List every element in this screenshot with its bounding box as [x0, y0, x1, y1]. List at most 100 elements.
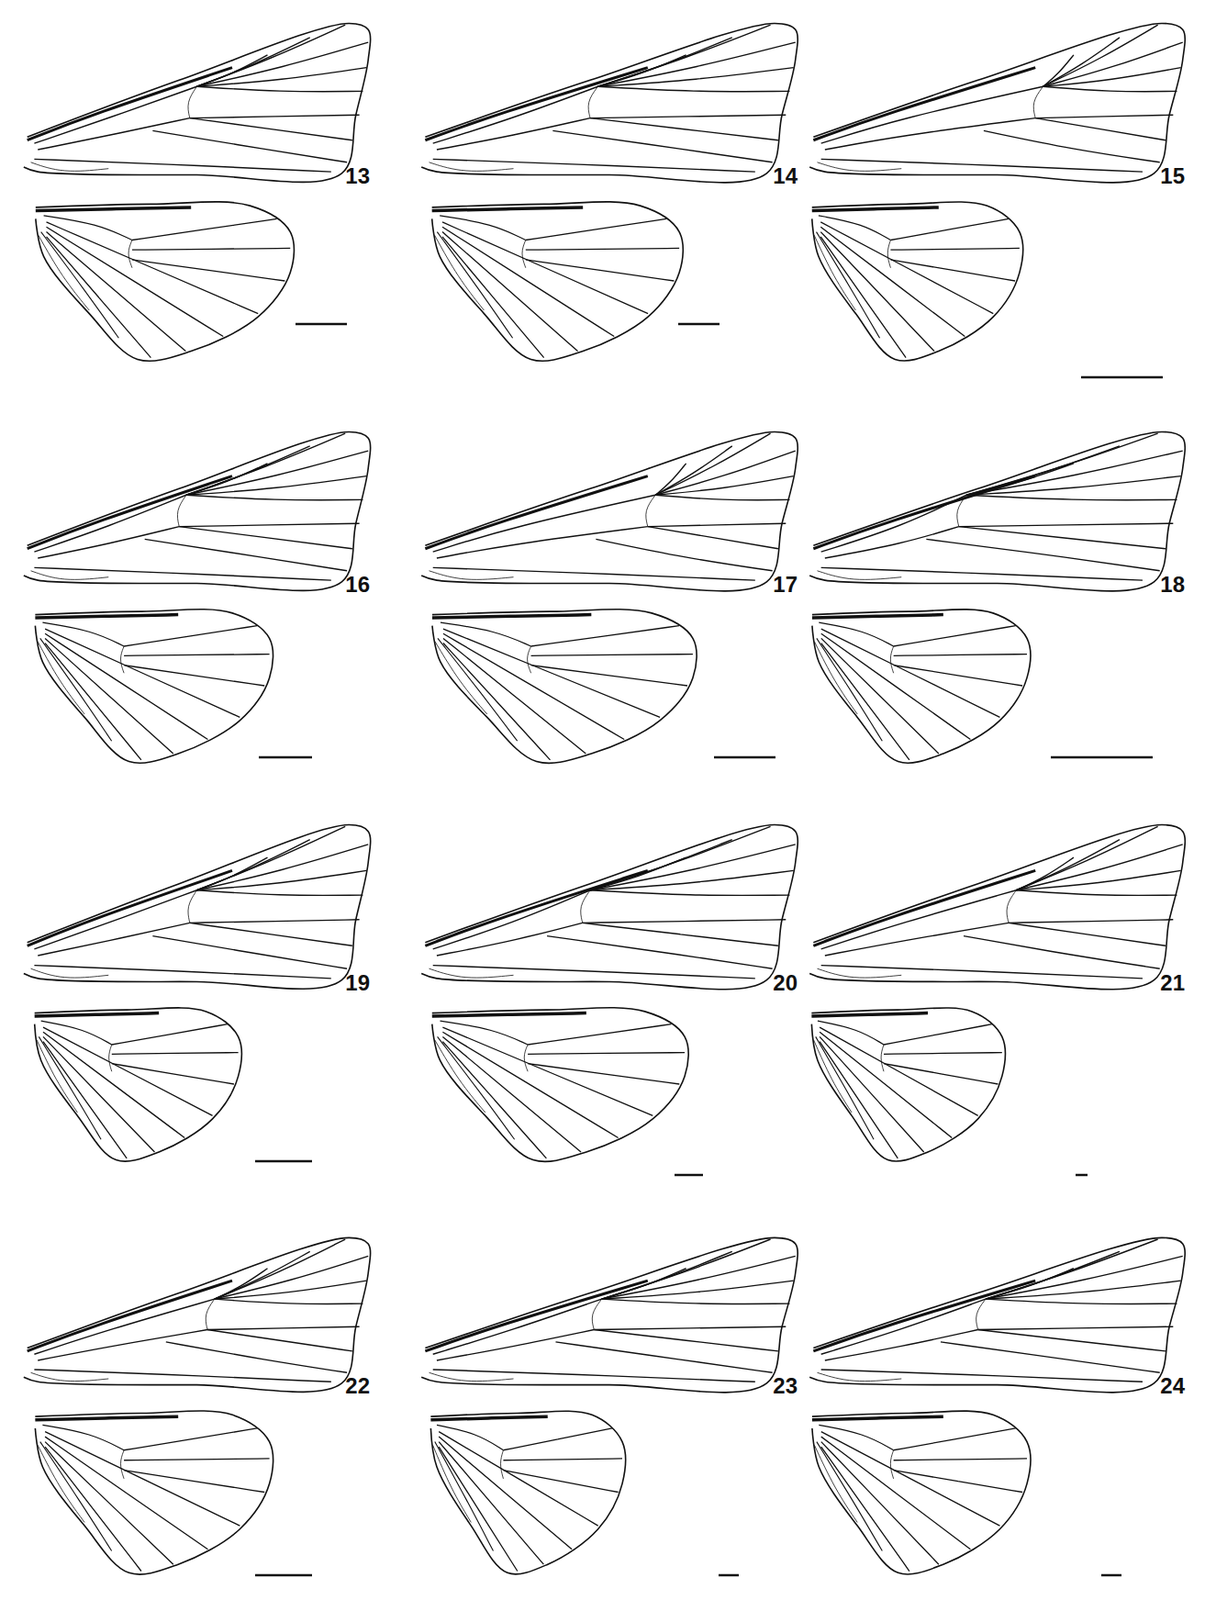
wing-vein: [37, 526, 179, 558]
forewing-outline: [23, 431, 371, 591]
wing-vein: [111, 1024, 228, 1045]
wing-vein: [214, 1268, 268, 1299]
wing-vein: [46, 236, 152, 358]
wing-vein: [31, 1372, 110, 1381]
wing-vein: [152, 130, 347, 162]
wing-vein: [597, 86, 790, 91]
wing-vein: [655, 433, 770, 495]
wing-vein: [432, 207, 584, 212]
scale-bar: [255, 1160, 313, 1163]
wing-vein: [821, 633, 971, 739]
wing-vein: [502, 1427, 613, 1451]
hindwing-outline: [432, 609, 697, 764]
scale-bar: [1050, 756, 1153, 759]
wing-vein: [1043, 86, 1178, 91]
wing-vein: [1006, 890, 1016, 924]
wing-vein: [34, 614, 179, 618]
wing-vein: [37, 641, 85, 714]
wing-vein: [214, 1255, 369, 1299]
wing-vein: [437, 637, 518, 741]
wing-vein: [442, 236, 545, 358]
wing-vein: [44, 633, 208, 739]
forewing-outline: [421, 22, 798, 182]
wing-pair: [809, 22, 1185, 378]
wing-vein: [186, 446, 311, 495]
hindwing-outline: [35, 201, 295, 361]
wing-vein: [33, 965, 331, 979]
wing-pair: [809, 431, 1185, 763]
wing-vein: [963, 936, 1161, 970]
wing-vein: [966, 476, 1182, 496]
wing-vein: [825, 526, 960, 558]
wing-vein: [436, 526, 648, 558]
wing-vein: [1015, 839, 1120, 891]
wing-vein: [436, 922, 583, 956]
wing-vein: [46, 226, 224, 336]
wing-vein: [1043, 67, 1182, 88]
wing-vein: [814, 1039, 852, 1113]
forewing-outline: [809, 22, 1185, 182]
wing-vein: [546, 936, 773, 970]
wing-vein: [812, 614, 944, 618]
wing-vein: [602, 1255, 796, 1299]
wing-vein: [152, 936, 347, 970]
wing-vein: [1015, 890, 1177, 896]
wing-vein: [602, 1250, 733, 1299]
wing-vein: [582, 919, 787, 924]
forewing-outline: [23, 1237, 371, 1392]
wing-vein: [883, 1052, 1003, 1055]
forewing-outline: [809, 431, 1185, 591]
wing-vein: [197, 839, 311, 891]
wing-vein: [43, 1031, 185, 1138]
wing-vein: [646, 494, 656, 526]
wing-vein: [44, 637, 174, 754]
wing-vein: [33, 890, 197, 949]
wing-vein: [436, 1424, 503, 1450]
wing-vein: [43, 1026, 213, 1116]
forewing-outline: [23, 825, 371, 990]
wing-vein: [31, 162, 110, 172]
wing-vein: [814, 641, 858, 714]
wing-vein: [41, 1020, 112, 1045]
wing-vein: [1033, 86, 1043, 118]
wing-vein: [602, 1280, 794, 1299]
wing-vein: [443, 643, 551, 760]
wing-vein: [188, 86, 198, 118]
wing-vein: [123, 625, 257, 647]
wing-vein: [816, 1441, 882, 1551]
wing-vein: [43, 1036, 155, 1152]
wing-vein: [31, 570, 110, 581]
wing-vein: [197, 86, 364, 91]
wing-pair: [421, 431, 798, 763]
figure-number: 14: [772, 165, 798, 188]
wing-vein: [890, 646, 893, 673]
wing-vein: [40, 637, 112, 741]
wing-vein: [978, 1326, 1174, 1329]
wing-vein: [815, 1036, 874, 1139]
wing-vein: [177, 494, 187, 526]
wing-vein: [893, 665, 1023, 686]
wing-vein: [527, 1063, 680, 1084]
wing-vein: [819, 1031, 952, 1138]
wing-vein: [197, 42, 369, 87]
wing-vein: [44, 643, 142, 760]
wing-vein: [883, 1024, 993, 1045]
wing-vein: [27, 1280, 233, 1351]
wing-vein: [1015, 870, 1181, 890]
wing-vein: [442, 1041, 547, 1159]
wing-vein: [655, 494, 790, 500]
wing-vein: [429, 162, 514, 172]
wing-vein: [527, 1024, 671, 1045]
wing-vein: [813, 67, 1036, 141]
figure-number: 17: [772, 573, 798, 596]
wing-vein: [132, 218, 278, 240]
wing-vein: [34, 1416, 179, 1420]
wing-vein: [821, 1436, 971, 1550]
wing-vein: [435, 641, 488, 714]
wing-vein: [821, 1431, 1001, 1526]
wing-vein: [44, 1436, 208, 1550]
wing-vein: [43, 1041, 127, 1159]
wing-vein: [602, 1298, 791, 1304]
wing-vein: [893, 1427, 1016, 1451]
